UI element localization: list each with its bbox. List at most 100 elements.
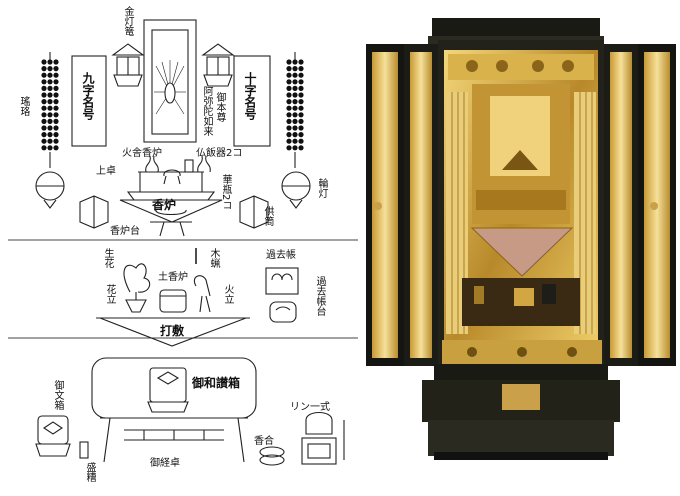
yoraku-bead — [53, 92, 59, 98]
yoraku-bead — [53, 66, 59, 72]
label-gobunsho-bako: 御文箱 — [52, 380, 63, 410]
yoraku-bead — [298, 92, 304, 98]
label-koro-dai: 香炉台 — [110, 226, 140, 237]
yoraku-bead — [47, 145, 53, 151]
yoraku-bead — [292, 72, 298, 78]
yoraku-bead — [298, 79, 304, 85]
yoraku-bead — [286, 118, 292, 124]
yoraku-bead — [47, 125, 53, 131]
yoraku-bead — [47, 79, 53, 85]
yoraku-bead — [53, 118, 59, 124]
yoraku-bead — [298, 118, 304, 124]
yoraku-bead — [292, 112, 298, 118]
yoraku-bead — [41, 79, 47, 85]
label-kushoku: 供筒 — [262, 206, 273, 226]
yoraku-bead — [286, 125, 292, 131]
yoraku-bead — [41, 105, 47, 111]
yoraku-bead — [286, 92, 292, 98]
yoraku-bead — [41, 59, 47, 65]
yoraku-bead — [53, 125, 59, 131]
label-kin-toro: 金灯篭 — [122, 6, 133, 36]
yoraku-bead — [292, 105, 298, 111]
label-gohonzon: 御本尊 — [214, 92, 225, 122]
yoraku-bead — [298, 66, 304, 72]
yoraku-bead — [47, 59, 53, 65]
yoraku-bead — [292, 79, 298, 85]
yoraku-bead — [53, 59, 59, 65]
yoraku-bead — [292, 118, 298, 124]
yoraku-bead — [292, 92, 298, 98]
yoraku-bead — [286, 85, 292, 91]
label-koro: 香炉 — [152, 198, 177, 212]
yoraku-bead — [41, 66, 47, 72]
yoraku-bead — [298, 125, 304, 131]
yoraku-bead — [298, 112, 304, 118]
label-gowasan-bako: 御和讃箱 — [192, 376, 241, 390]
label-kebyo: 華瓶2コ — [220, 174, 231, 211]
label-rin-isshiki: リン一式 — [290, 402, 330, 413]
yoraku-bead — [298, 72, 304, 78]
yoraku-bead — [47, 105, 53, 111]
label-uwajoku: 上卓 — [96, 166, 116, 177]
yoraku-bead — [286, 132, 292, 138]
yoraku-bead — [53, 99, 59, 105]
label-uchishiki: 打敷 — [160, 324, 185, 338]
label-hanatate: 花立 — [104, 284, 115, 304]
yoraku-bead — [298, 85, 304, 91]
yoraku-bead — [292, 138, 298, 144]
yoraku-bead — [53, 105, 59, 111]
yoraku-bead — [298, 105, 304, 111]
yoraku-bead — [286, 72, 292, 78]
yoraku-bead — [292, 66, 298, 72]
yoraku-bead — [286, 138, 292, 144]
yoraku-bead — [286, 99, 292, 105]
yoraku-bead — [41, 112, 47, 118]
yoraku-bead — [286, 105, 292, 111]
label-kakocho-dai: 過去帳台 — [314, 276, 325, 316]
yoraku-bead — [53, 72, 59, 78]
yoraku-bead — [292, 59, 298, 65]
yoraku-bead — [47, 92, 53, 98]
label-moriboshi: 盛糟 — [84, 462, 95, 482]
yoraku-bead — [47, 66, 53, 72]
label-juji-myogo: 十字名号 — [243, 72, 257, 120]
yoraku-bead — [292, 145, 298, 151]
yoraku-bead — [47, 118, 53, 124]
yoraku-bead — [53, 79, 59, 85]
yoraku-bead — [41, 132, 47, 138]
yoraku-bead — [41, 138, 47, 144]
label-gokyo-joku: 御経卓 — [150, 458, 180, 469]
label-yoraku: 瑤珞 — [18, 96, 29, 116]
yoraku-bead — [292, 125, 298, 131]
yoraku-bead — [41, 85, 47, 91]
yoraku-bead — [292, 99, 298, 105]
yoraku-bead — [41, 72, 47, 78]
yoraku-bead — [47, 112, 53, 118]
yoraku-bead — [53, 132, 59, 138]
yoraku-bead — [298, 132, 304, 138]
yoraku-bead — [47, 85, 53, 91]
yoraku-bead — [286, 145, 292, 151]
yoraku-bead — [47, 132, 53, 138]
yoraku-bead — [41, 92, 47, 98]
yoraku-bead — [298, 59, 304, 65]
yoraku-bead — [53, 85, 59, 91]
label-buppanki: 仏飯器2コ — [196, 148, 243, 159]
yoraku-bead — [41, 145, 47, 151]
label-kuji-myogo: 九字名号 — [81, 72, 95, 120]
yoraku-bead — [286, 59, 292, 65]
yoraku-left — [41, 59, 59, 151]
yoraku-bead — [286, 112, 292, 118]
altar-line-drawing — [8, 19, 358, 466]
label-tsuchi-koro: 土香炉 — [158, 272, 188, 283]
yoraku-bead — [292, 85, 298, 91]
yoraku-right — [286, 59, 304, 151]
yoraku-bead — [53, 112, 59, 118]
yoraku-bead — [41, 99, 47, 105]
yoraku-bead — [292, 132, 298, 138]
yoraku-bead — [286, 66, 292, 72]
yoraku-bead — [298, 138, 304, 144]
yoraku-bead — [53, 138, 59, 144]
label-hitate: 火立 — [222, 284, 233, 304]
